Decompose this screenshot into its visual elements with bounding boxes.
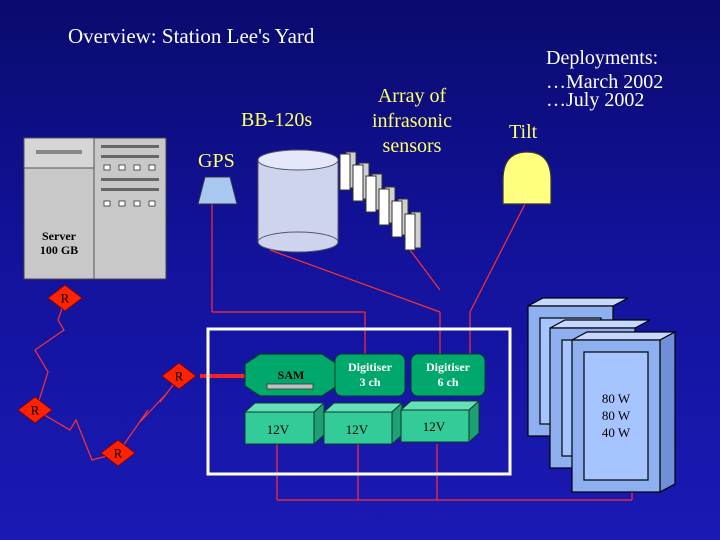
bb120s-label: BB-120s <box>241 109 313 131</box>
battery-3 <box>399 399 481 444</box>
digitiser-6ch-box <box>410 353 486 397</box>
gps-label: GPS <box>198 150 235 172</box>
digitiser-6ch-label: Digitiser 6 ch <box>426 360 470 389</box>
svg-text:R: R <box>31 403 40 418</box>
deployment-item: …March 2002 <box>546 71 664 93</box>
sam-slot <box>266 383 314 390</box>
deployments-block: Deployments: …March 2002 …July 2002 <box>546 46 663 112</box>
router-icon: R <box>17 396 53 424</box>
svg-text:R: R <box>114 446 123 461</box>
solar-panel-rating: 80 W <box>602 408 631 423</box>
solar-panel-rating: 80 W <box>602 391 631 406</box>
server-label: Server 100 GB <box>39 229 79 257</box>
router-icon: R <box>100 439 136 467</box>
solar-panel-front <box>571 331 676 493</box>
svg-text:R: R <box>61 291 70 306</box>
deployment-item: …July 2002 <box>546 89 645 111</box>
battery-2 <box>322 401 404 446</box>
battery-1 <box>243 401 326 446</box>
digitiser-3ch-box <box>334 353 406 397</box>
infrasonic-sensor-array <box>339 151 422 251</box>
digitiser-3ch-label: Digitiser 3 ch <box>348 360 392 389</box>
wiring <box>34 203 633 501</box>
battery-label: 12V <box>346 422 369 437</box>
sam-label: SAM <box>278 368 305 382</box>
gps-antenna <box>197 176 238 205</box>
page-title: Overview: Station Lee's Yard <box>68 24 315 48</box>
solar-panel-rating: 40 W <box>602 425 631 440</box>
bb120s-cylinder <box>257 149 339 253</box>
battery-group <box>243 399 481 446</box>
solar-panel-stack <box>527 297 676 493</box>
enclosure-box <box>206 327 512 476</box>
router-icon: R <box>47 284 83 312</box>
router-icon: R <box>161 362 197 390</box>
tilt-label: Tilt <box>509 121 538 143</box>
server <box>23 137 167 280</box>
infrasonic-label: Array of infrasonic sensors <box>372 85 452 157</box>
tilt-sensor <box>502 151 552 205</box>
battery-label: 12V <box>267 422 290 437</box>
deployments-heading: Deployments: <box>546 47 659 69</box>
router-group: R R R R <box>17 284 197 467</box>
battery-label: 12V <box>423 419 446 434</box>
svg-text:R: R <box>175 369 184 384</box>
